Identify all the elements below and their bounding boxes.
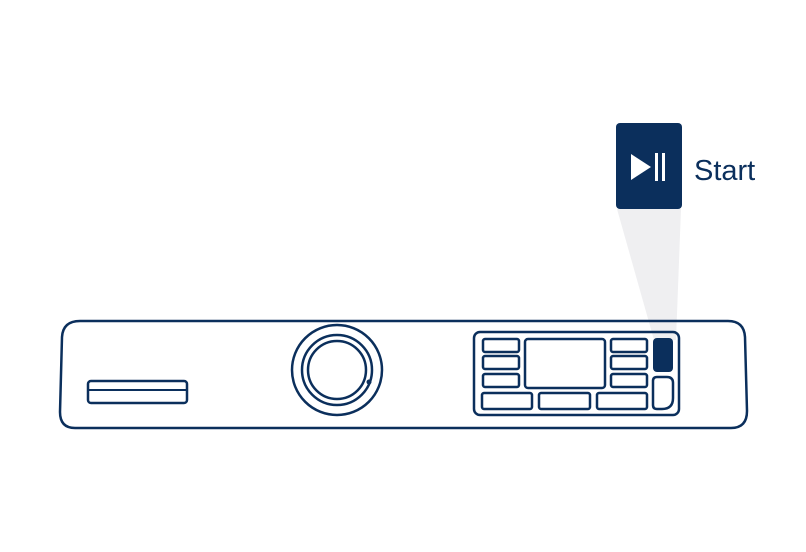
dial-indicator [366, 379, 372, 385]
program-dial [290, 323, 384, 417]
highlight-beam [617, 209, 681, 340]
display-screen [523, 337, 607, 390]
display-control-cluster [472, 330, 681, 417]
play-pause-icon [631, 153, 665, 181]
detergent-drawer [86, 379, 189, 405]
control-panel-outline [58, 319, 749, 430]
start-pause-button[interactable] [653, 338, 673, 372]
start-label: Start [694, 155, 756, 187]
